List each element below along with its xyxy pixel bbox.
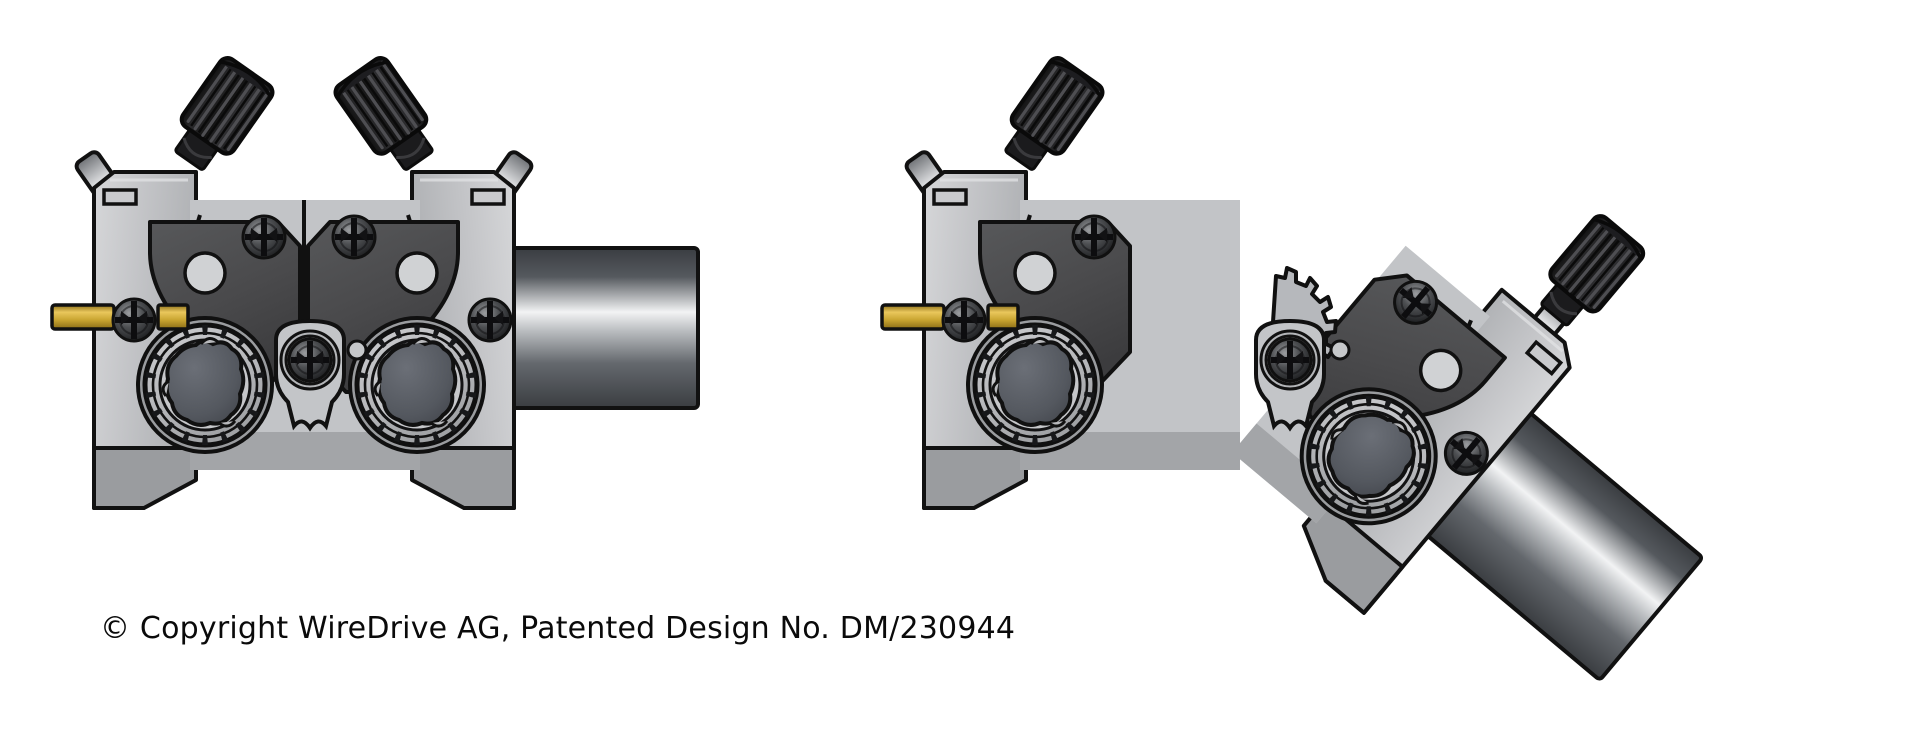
drive-wheel-right: [350, 318, 484, 452]
lever-screw[interactable]: [241, 214, 287, 260]
lever-bore: [395, 251, 439, 295]
mount-tab-left: [102, 188, 138, 206]
body-screw-right[interactable]: [467, 297, 513, 343]
body-screw-left[interactable]: [111, 297, 157, 343]
lever-bore: [1013, 251, 1057, 295]
drive-wheel-left: [138, 318, 272, 452]
fixed-left-half: [880, 52, 1240, 510]
lever-bore: [183, 251, 227, 295]
chassis-shadow: [1232, 423, 1341, 524]
mount-tab-right: [1524, 339, 1564, 376]
alignment-hole: [1329, 339, 1351, 361]
chassis-shadow: [190, 432, 420, 470]
lever-screw[interactable]: [1071, 214, 1117, 260]
lever-bore: [1418, 348, 1463, 393]
mount-tab-left: [932, 188, 968, 206]
drive-wheel-left: [968, 318, 1102, 452]
chassis-shadow: [1020, 432, 1240, 470]
hinged-right-half: [1232, 210, 1704, 681]
closed-assembly-view: [50, 52, 700, 510]
wire-inlet-tube: [880, 303, 1020, 331]
motor-housing: [506, 246, 700, 410]
lever-screw[interactable]: [331, 214, 377, 260]
hinged-open-assembly-view: [880, 52, 1704, 681]
alignment-hole: [346, 339, 368, 361]
copyright-caption: © Copyright WireDrive AG, Patented Desig…: [100, 611, 1016, 646]
mount-tab-right: [470, 188, 506, 206]
body-screw-left[interactable]: [941, 297, 987, 343]
wire-inlet-tube: [50, 303, 190, 331]
